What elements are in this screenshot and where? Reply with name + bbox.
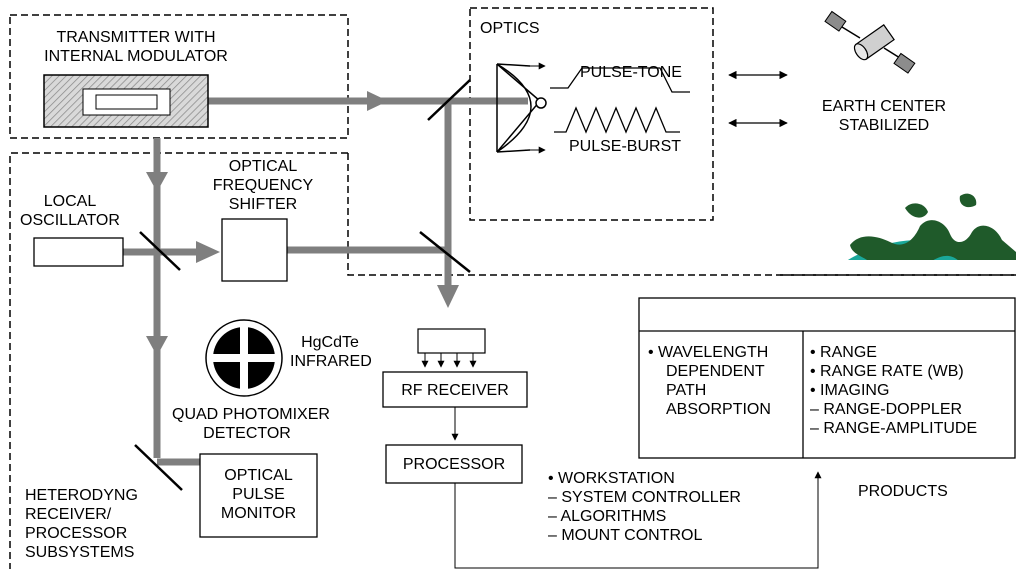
earth-label-line2: STABILIZED — [838, 117, 930, 134]
frequency-shifter-box — [221, 218, 288, 282]
pulse-monitor-line1: OPTICAL — [224, 467, 293, 484]
transmitter-label-line2: INTERNAL MODULATOR — [44, 48, 228, 65]
pulse-tone-waveform — [550, 67, 690, 93]
transmitter-group-border — [9, 14, 349, 139]
quad-detector-icon — [205, 319, 283, 397]
pulse-monitor-line3: MONITOR — [220, 505, 297, 522]
products-left-item: • WAVELENGTH — [648, 344, 769, 361]
earth-label-line1: EARTH CENTER — [821, 98, 947, 115]
rf-receiver-label: RF RECEIVER — [401, 382, 509, 399]
optics-group-border — [469, 7, 714, 221]
pulse-monitor-line2: PULSE — [232, 486, 285, 503]
heterodyne-group-border-left — [9, 152, 348, 569]
heterodyne-line1: HETERODYNG — [25, 487, 138, 504]
frequency-shifter-line2: FREQUENCY — [212, 177, 314, 194]
pulse-monitor-label: OPTICAL PULSE MONITOR — [200, 466, 317, 523]
products-right-column: • RANGE • RANGE RATE (WB) • IMAGING – RA… — [810, 343, 977, 438]
workstation-item: • WORKSTATION — [548, 470, 675, 487]
products-right-item: – RANGE-DOPPLER — [810, 401, 963, 418]
heterodyne-line4: SUBSYSTEMS — [25, 544, 135, 561]
transmitter-label-line1: TRANSMITTER WITH — [56, 29, 216, 46]
pulse-burst-label: PULSE-BURST — [569, 138, 682, 155]
detector-material-label: HgCdTe INFRARED — [290, 333, 372, 371]
products-left-item: DEPENDENT — [666, 363, 765, 380]
earth-island — [905, 203, 928, 218]
products-left-item: PATH — [666, 382, 707, 399]
transmitter-label: TRANSMITTER WITH INTERNAL MODULATOR — [18, 28, 254, 66]
telescope-arrows — [525, 62, 546, 154]
products-label: PRODUCTS — [858, 483, 948, 500]
workstation-item: – ALGORITHMS — [548, 508, 667, 525]
local-oscillator-label: LOCAL OSCILLATOR — [20, 192, 120, 230]
pulse-monitor-box — [199, 453, 318, 538]
processor-box — [385, 444, 523, 484]
detector-label-line1: QUAD PHOTOMIXER — [172, 406, 330, 423]
earth-island-2 — [959, 193, 977, 208]
detector-label: QUAD PHOTOMIXER DETECTOR — [172, 405, 330, 443]
frequency-shifter-line1: OPTICAL — [228, 158, 298, 175]
products-right-item: • RANGE RATE (WB) — [810, 363, 964, 380]
products-right-item: • RANGE — [810, 344, 877, 361]
heterodyne-line2: RECEIVER/ — [25, 506, 112, 523]
frequency-shifter-label: OPTICAL FREQUENCY SHIFTER — [198, 157, 328, 214]
processor-label: PROCESSOR — [402, 456, 506, 473]
detector-array-arrows — [421, 353, 477, 368]
workstation-item: – SYSTEM CONTROLLER — [548, 489, 741, 506]
pulse-tone-label: PULSE-TONE — [580, 64, 682, 81]
workstation-list: • WORKSTATION – SYSTEM CONTROLLER – ALGO… — [548, 469, 741, 545]
telescope-icon — [496, 63, 547, 153]
products-right-item: – RANGE-AMPLITUDE — [810, 420, 978, 437]
products-left-column: • WAVELENGTH DEPENDENT PATH ABSORPTION — [648, 343, 771, 419]
heterodyne-label: HETERODYNG RECEIVER/ PROCESSOR SUBSYSTEM… — [25, 486, 138, 562]
earth-continent — [850, 220, 1016, 260]
modulator-inner — [95, 94, 158, 110]
optics-title: OPTICS — [480, 20, 540, 37]
detector-material-line1: HgCdTe — [301, 334, 359, 351]
beam-splitters — [134, 79, 471, 491]
workstation-item: – MOUNT CONTROL — [548, 527, 703, 544]
local-oscillator-line1: LOCAL — [43, 193, 97, 210]
earth-label: EARTH CENTER STABILIZED — [794, 97, 974, 135]
detector-material-line2: INFRARED — [290, 353, 372, 370]
heterodyne-line3: PROCESSOR — [25, 525, 128, 542]
earth-globe — [847, 193, 1016, 260]
detector-array-box — [417, 328, 486, 354]
local-oscillator-line2: OSCILLATOR — [20, 212, 120, 229]
rf-receiver-box — [382, 371, 528, 408]
products-left-item: ABSORPTION — [666, 401, 771, 418]
beam-arrowheads — [146, 91, 459, 356]
pulse-burst-waveform — [554, 106, 680, 134]
satellite-icon — [824, 10, 916, 74]
processor-to-products-line — [454, 471, 822, 569]
products-table — [638, 297, 1016, 459]
local-oscillator-box — [33, 237, 124, 267]
frequency-shifter-line3: SHIFTER — [228, 196, 298, 213]
detector-label-line2: DETECTOR — [203, 425, 291, 442]
products-right-item: • IMAGING — [810, 382, 890, 399]
